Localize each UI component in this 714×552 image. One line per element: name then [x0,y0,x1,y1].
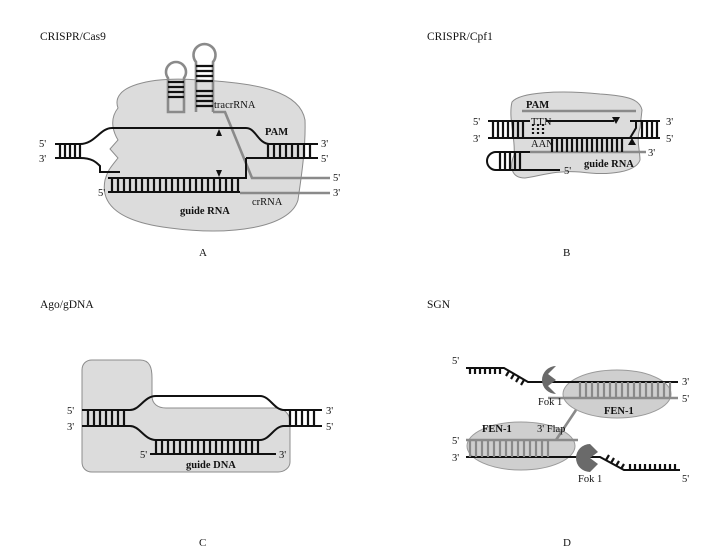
tracrrna-label: tracrRNA [214,100,256,111]
end-label: 5' [140,450,147,461]
fen1-top-label: FEN-1 [604,406,634,417]
end-label: 3' [279,450,286,461]
end-label: 3' [326,406,333,417]
fok1-bottom-icon [576,444,598,472]
end-label: 3' [682,377,689,388]
cpf1-dna [486,109,660,171]
ttn-label: TTN [531,117,552,128]
end-label: 5' [321,154,328,165]
panel-a-title: CRISPR/Cas9 [40,31,106,43]
end-label: 3' [39,154,46,165]
ago-guide-rungs [154,440,260,454]
aan-label: AAN [531,139,554,150]
sgn-bottom-duplex-rungs [468,440,550,457]
ago-dna [82,395,322,455]
cpf1-guide-rungs [550,138,624,152]
sgn-top-duplex-rungs [578,382,672,398]
end-label: 5' [98,188,105,199]
fok1-top-label: Fok 1 [538,397,562,408]
end-label: 3' [67,422,74,433]
sgn-bottom-strand [466,409,680,472]
panel-c-caption: C [199,537,206,549]
pam-label-b: PAM [526,100,549,111]
end-label: 5' [326,422,333,433]
end-label: 5' [682,474,689,485]
panel-d-title: SGN [427,299,451,311]
target-dna-a [55,127,318,193]
end-label: 5' [67,406,74,417]
guide-heteroduplex-rungs [110,178,240,192]
end-label: 3' [666,117,673,128]
cpf1-hairpin-rungs [498,152,522,170]
panel-b: CRISPR/Cpf1 [427,31,673,259]
panel-d-caption: D [563,537,571,549]
flap-label: 3' Flap [537,424,565,435]
end-label: 5' [452,356,459,367]
end-label: 5' [564,166,571,177]
fen1-bottom-label: FEN-1 [482,424,512,435]
panel-a-caption: A [199,247,207,259]
panel-a: CRISPR/Cas9 [39,31,340,259]
fok1-top-icon [542,366,556,394]
end-label: 5' [333,173,340,184]
ago-right-rungs [288,410,316,426]
ago-left-rungs [86,410,126,426]
cpf1-protein [510,91,643,179]
panel-c: Ago/gDNA [40,299,333,549]
panel-c-title: Ago/gDNA [40,299,94,311]
end-label: 3' [648,148,655,159]
end-label: 3' [333,188,340,199]
pam-label-a: PAM [265,127,288,138]
cut-site-bottom-arrow-b [628,138,636,145]
end-label: 5' [452,436,459,447]
end-label: 5' [473,117,480,128]
right-duplex-rungs [266,144,312,158]
panel-b-title: CRISPR/Cpf1 [427,31,493,43]
left-duplex-rungs [58,144,82,158]
end-label: 3' [473,134,480,145]
cpf1-right-rungs [640,121,659,138]
sgn-top-strand [466,366,678,400]
guide-dna-label: guide DNA [186,460,236,471]
tracrrna-hairpins [164,42,330,195]
crrna-label: crRNA [252,197,283,208]
cut-site-bottom-arrow [216,170,222,177]
fok1-bottom-label: Fok 1 [578,474,602,485]
cpf1-pam-dashes [531,124,545,134]
end-label: 3' [452,453,459,464]
end-label: 5' [666,134,673,145]
cut-site-top-arrow-b [612,117,620,124]
cpf1-left-rungs [491,121,525,138]
end-label: 3' [321,139,328,150]
guide-rna-label-b: guide RNA [584,159,634,170]
sgn-bottom-overhang-rungs [605,454,677,470]
panel-b-caption: B [563,247,570,259]
end-label: 5' [682,394,689,405]
guide-rna-label-a: guide RNA [180,206,230,217]
sgn-top-overhang-rungs [468,368,525,386]
ago-protein [81,359,291,473]
panel-d: SGN [427,299,689,549]
end-label: 5' [39,139,46,150]
cut-site-top-arrow [216,129,222,136]
